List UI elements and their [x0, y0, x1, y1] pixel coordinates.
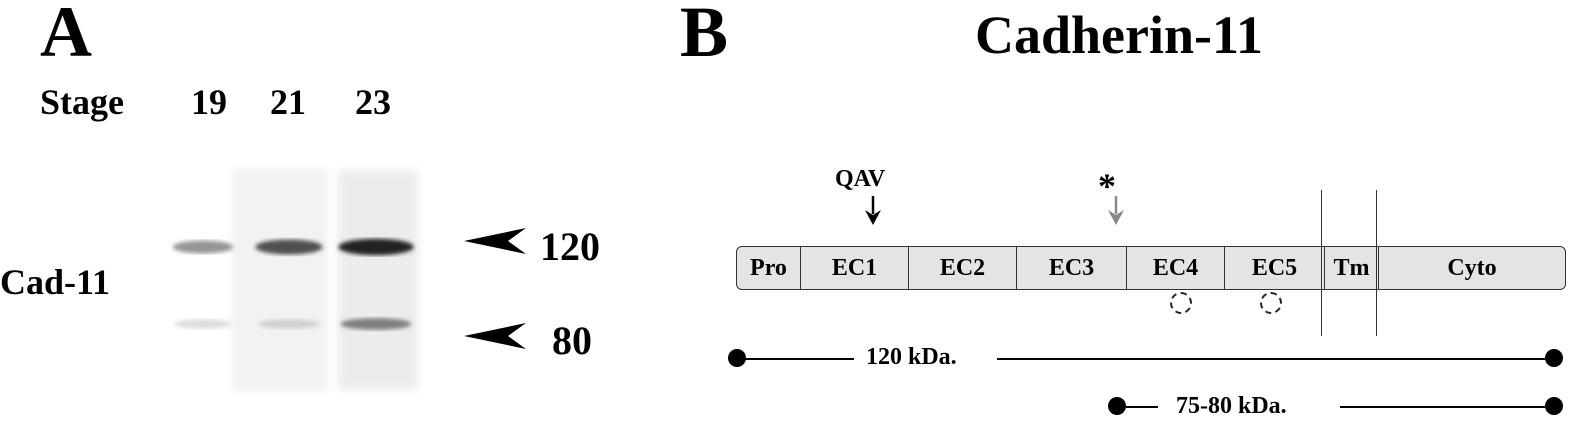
lane-3-background [338, 170, 418, 390]
domain-ec1: EC1 [801, 247, 909, 289]
membrane-line-left [1321, 190, 1322, 336]
full-length-label: 120 kDa. [866, 344, 957, 370]
fragment-label: 75-80 kDa. [1176, 393, 1287, 419]
fragment-end-dot [1545, 397, 1563, 415]
dashed-circle-icon [1260, 292, 1282, 314]
fragment-line [1118, 406, 1158, 408]
lower-band-lane-2 [258, 319, 320, 329]
full-length-start-dot [728, 349, 746, 367]
marker-80: 80 [552, 318, 592, 363]
domain-ec2: EC2 [909, 247, 1017, 289]
western-blot [150, 160, 440, 400]
arrowhead-left-icon [464, 323, 526, 349]
membrane-line-right [1376, 190, 1377, 336]
lower-band-lane-3 [340, 318, 412, 330]
upper-band-lane-2 [255, 239, 323, 255]
arrow-down-icon [865, 196, 881, 225]
fragment-line [1340, 406, 1552, 408]
marker-120: 120 [540, 224, 600, 269]
cleavage-site-star: * [1098, 166, 1116, 206]
full-length-line [997, 358, 1554, 360]
domain-ec3: EC3 [1017, 247, 1127, 289]
upper-band-lane-3 [338, 238, 414, 256]
protein-title: Cadherin-11 [975, 5, 1264, 65]
full-length-end-dot [1545, 349, 1563, 367]
lane-label-23: 23 [355, 82, 391, 122]
lane-label-19: 19 [191, 82, 227, 122]
domain-ec4: EC4 [1127, 247, 1225, 289]
domain-cyto: Cyto [1447, 254, 1497, 281]
panel-b-label: B [680, 0, 729, 72]
domain-ec5: EC5 [1225, 247, 1325, 289]
lane-label-21: 21 [270, 82, 306, 122]
upper-band-lane-1 [172, 240, 234, 254]
domain-tm: Tm [1325, 247, 1379, 289]
lower-band-lane-1 [174, 319, 232, 329]
domain-bar: Pro EC1 EC2 EC3 EC4 EC5 Tm Cyto [736, 246, 1566, 290]
stage-label: Stage [40, 82, 124, 122]
arrow-down-icon [1108, 196, 1124, 225]
domain-pro: Pro [737, 247, 801, 289]
fragment-start-dot [1108, 397, 1126, 415]
full-length-line [738, 358, 854, 360]
lane-2-background [232, 170, 328, 390]
dashed-circle-icon [1170, 292, 1192, 314]
panel-a-label: A [40, 0, 92, 72]
qav-cleavage-label: QAV [835, 166, 886, 192]
cad11-row-label: Cad-11 [0, 262, 111, 302]
arrowhead-left-icon [464, 228, 526, 254]
